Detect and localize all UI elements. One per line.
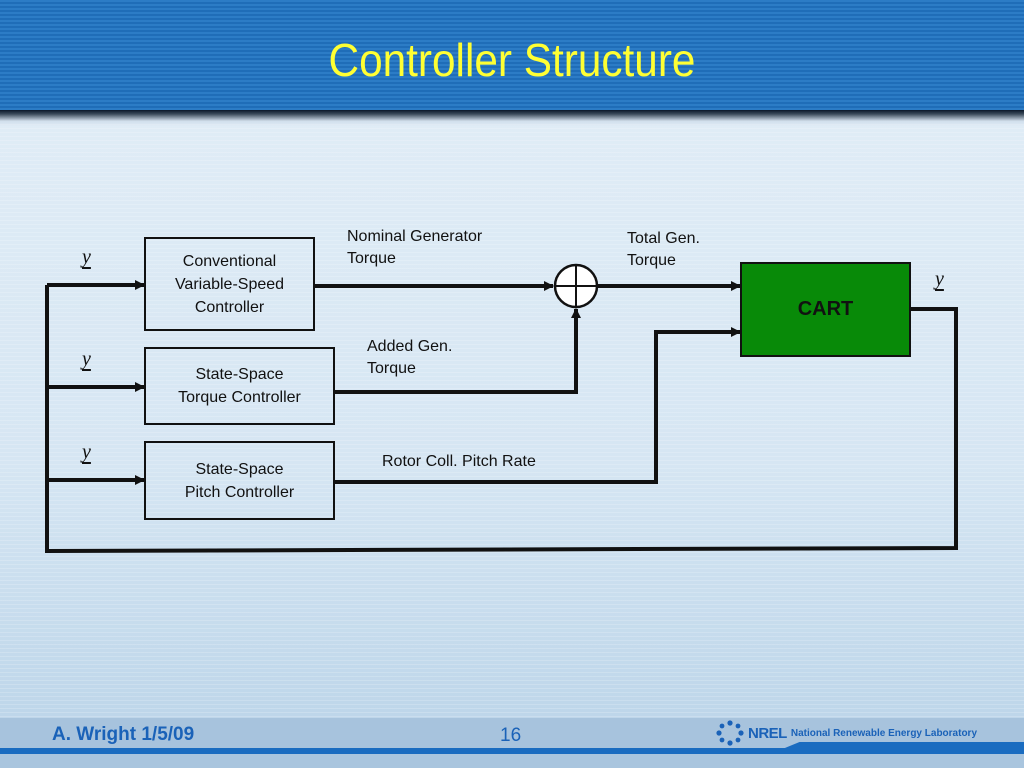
cart-label: CART (797, 298, 854, 320)
block-label-line: Pitch Controller (184, 483, 295, 501)
header-shadow (0, 110, 1024, 126)
added-torque-label: Added Gen. Torque (367, 336, 452, 380)
label-line: Added Gen. (367, 338, 453, 355)
block-label-line: Controller (194, 298, 265, 316)
pitch-rate-label: Rotor Coll. Pitch Rate (382, 453, 536, 470)
footer-swoosh (780, 742, 1024, 750)
sum-icon (553, 263, 599, 309)
block-label-line: Variable-Speed (174, 275, 285, 293)
torque-controller-block: State-Space Torque Controller (144, 347, 335, 425)
pitch-rate-arrow (334, 327, 741, 484)
y-vector-label: y (935, 268, 944, 290)
page-number: 16 (500, 725, 522, 746)
label-line: Torque (347, 250, 396, 267)
nrel-logo: NREL National Renewable Energy Laborator… (716, 720, 977, 746)
slide-title: Controller Structure (328, 34, 696, 86)
label-line: Total Gen. (627, 230, 700, 247)
header-bar (0, 0, 1024, 110)
added-torque-arrow (334, 308, 581, 394)
label-line: Torque (367, 360, 416, 377)
footer-base (0, 754, 1024, 768)
y-vector-label: y (82, 348, 91, 370)
block-label-line: Torque Controller (178, 389, 301, 406)
cart-block: CART (740, 262, 911, 357)
block-label-line: State-Space (195, 460, 284, 478)
author-date: A. Wright 1/5/09 (52, 724, 195, 745)
block-label-line: State-Space (195, 366, 284, 383)
footer-line (0, 748, 1024, 754)
y-vector-label: y (82, 246, 91, 268)
nrel-sunburst-icon (716, 720, 744, 746)
label-line: Nominal Generator (347, 228, 483, 245)
total-torque-label: Total Gen. Torque (627, 228, 700, 272)
nominal-torque-label: Nominal Generator Torque (347, 226, 482, 270)
feedback-line (45, 285, 958, 554)
nrel-full-name: National Renewable Energy Laboratory (790, 727, 978, 739)
nrel-abbrev: NREL (748, 724, 787, 742)
label-line: Torque (627, 252, 676, 269)
block-label-line: Conventional (182, 252, 277, 270)
conventional-controller-block: Conventional Variable-Speed Controller (144, 237, 315, 331)
pitch-controller-block: State-Space Pitch Controller (144, 441, 335, 520)
y-vector-label: y (82, 441, 91, 463)
